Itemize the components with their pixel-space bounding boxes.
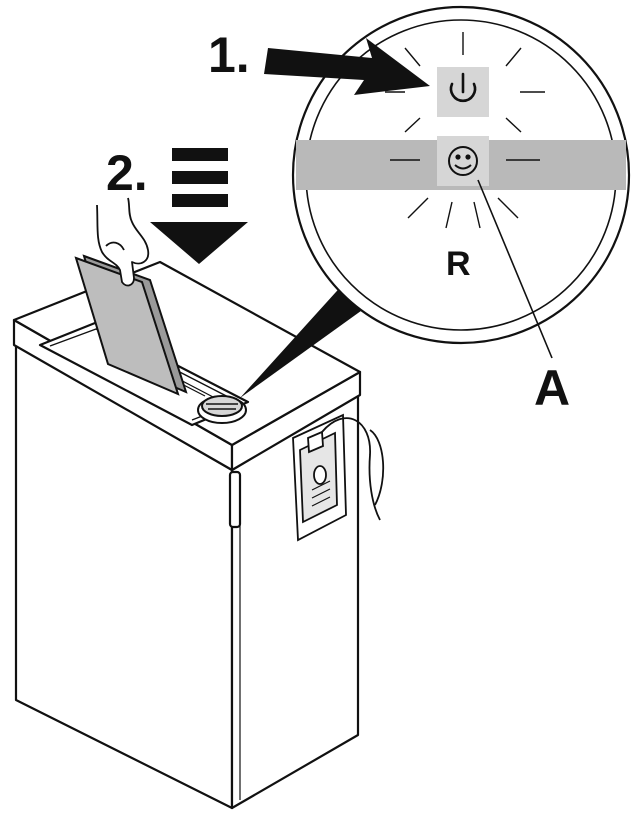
step-1-label: 1. <box>208 27 250 83</box>
press-arrow <box>264 38 430 95</box>
power-button[interactable] <box>437 67 489 117</box>
door-handle <box>228 470 242 529</box>
power-icon <box>449 72 477 103</box>
paper-stack <box>74 254 188 396</box>
ready-label: R <box>446 245 471 283</box>
insert-down-arrow <box>150 148 248 264</box>
control-knob[interactable] <box>197 395 247 424</box>
smiley-icon <box>448 146 478 176</box>
zoom-connector <box>240 282 372 398</box>
bottle-tube <box>321 417 381 521</box>
step-2-label: 2. <box>106 145 148 201</box>
callout-line <box>477 179 553 359</box>
hand-illustration <box>96 197 150 287</box>
callout-label-a: A <box>534 360 570 416</box>
ready-indicator <box>437 136 489 186</box>
oil-bottle-holder <box>292 413 385 542</box>
